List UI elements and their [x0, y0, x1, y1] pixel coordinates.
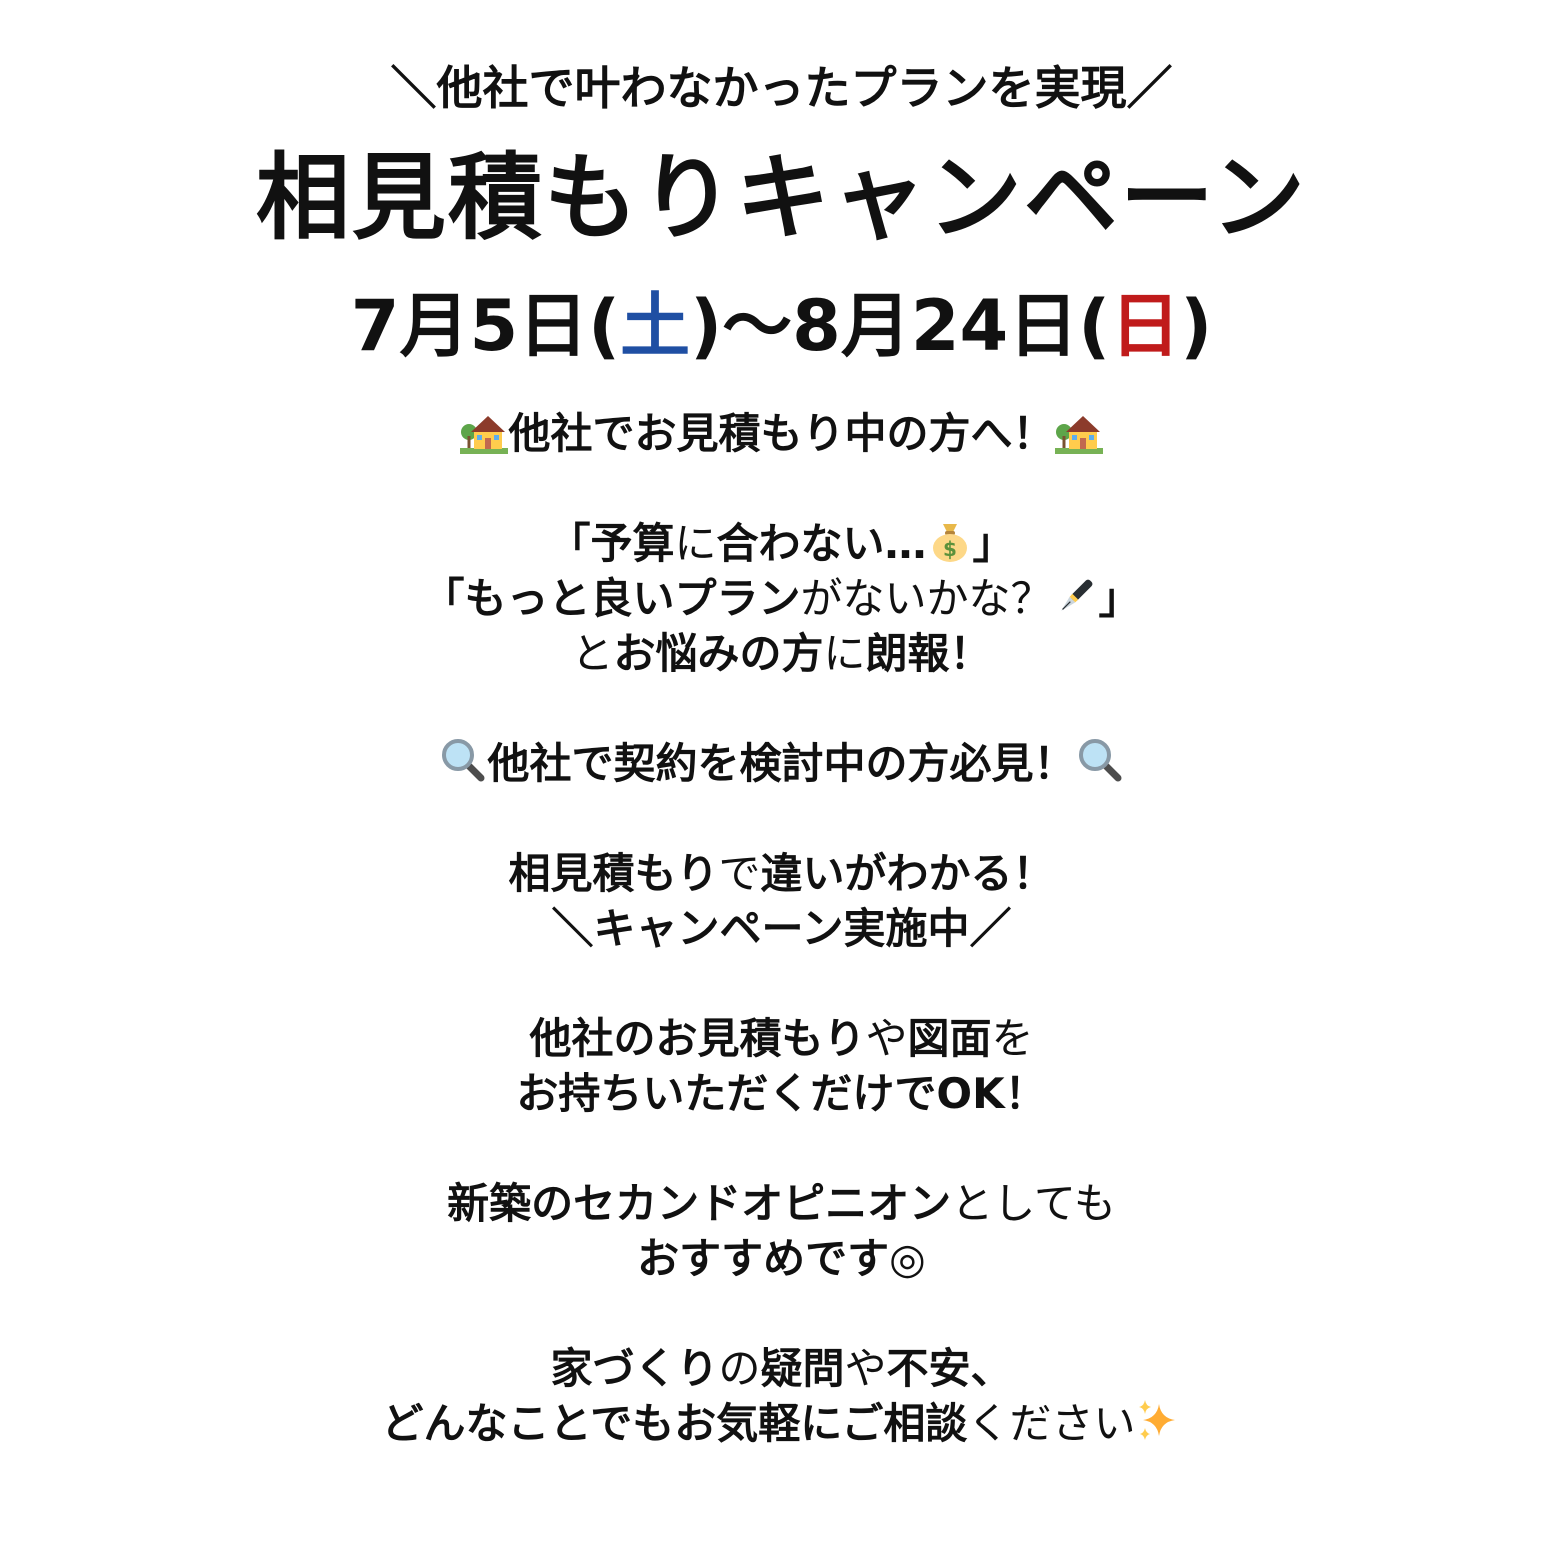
- house-heading-text: 他社でお見積もり中の方へ！: [508, 409, 1055, 458]
- bring-drawings: 図面: [907, 1014, 992, 1063]
- search-heading-text: 他社で契約を検討中の方必見！: [487, 739, 1076, 788]
- consult-worries: 不安、: [886, 1344, 1013, 1393]
- tagline: ＼他社で叶わなかったプランを実現／: [0, 52, 1563, 118]
- second-opinion-line-1: 新築のセカンドオピニオンとしても: [0, 1170, 1563, 1231]
- campaign-title: 相見積もりキャンペーン: [0, 122, 1563, 258]
- worry-line-1: 「予算に合わない… $ 」: [0, 510, 1563, 571]
- campaign-dates: 7月5日(土)〜8月24日(日): [0, 270, 1563, 371]
- consult-anything: どんなことでもお気軽にご相談: [381, 1399, 968, 1448]
- recommend-text: おすすめです◎: [637, 1234, 926, 1283]
- consult-no: の: [718, 1344, 761, 1393]
- difference-de: で: [718, 849, 761, 898]
- bring-estimate: 他社のお見積もり: [529, 1014, 866, 1063]
- bring-wo: を: [991, 1014, 1034, 1063]
- search-heading: 他社で契約を検討中の方必見！: [0, 730, 1563, 791]
- difference-quote-compare: 相見積もり: [508, 849, 719, 898]
- worry-better-plan: 「もっと良いプラン: [422, 574, 801, 623]
- date-end: ): [1180, 285, 1213, 367]
- consult-ya: や: [844, 1344, 887, 1393]
- difference-see: 違いがわかる！: [760, 849, 1055, 898]
- date-end-weekday: 日: [1110, 285, 1181, 367]
- difference-line-1: 相見積もりで違いがわかる！: [0, 840, 1563, 901]
- second-opinion-line-2: おすすめです◎: [0, 1225, 1563, 1286]
- worry-line-3: とお悩みの方に朗報！: [0, 620, 1563, 681]
- bring-ok: お持ちいただくだけでOK！: [516, 1069, 1047, 1118]
- second-opinion-as: としても: [951, 1179, 1116, 1228]
- campaign-running: ＼キャンペーン実施中／: [551, 904, 1012, 953]
- bring-line-2: お持ちいただくだけでOK！: [0, 1060, 1563, 1121]
- consult-please: ください: [967, 1399, 1136, 1448]
- date-range: )〜8月24日(: [690, 285, 1111, 367]
- house-with-garden-icon: [460, 406, 509, 454]
- svg-text:$: $: [943, 537, 957, 561]
- worry-troubled: お悩みの方: [613, 629, 824, 678]
- worry-close-quote: 」: [972, 519, 1015, 568]
- consult-questions: 疑問: [760, 1344, 845, 1393]
- worry-particle: に: [674, 519, 717, 568]
- date-start: 7月5日(: [350, 285, 621, 367]
- worry-to: と: [571, 629, 614, 678]
- bring-ya: や: [865, 1014, 908, 1063]
- consult-line-1: 家づくりの疑問や不安、: [0, 1335, 1563, 1396]
- worry-close-quote-2: 」: [1098, 574, 1141, 623]
- worry-budget-rest: 合わない…: [716, 519, 927, 568]
- fountain-pen-icon: [1053, 573, 1099, 619]
- house-with-garden-icon: [1054, 406, 1103, 454]
- worry-good-news: 朗報！: [865, 629, 992, 678]
- money-bag-icon: $: [927, 518, 973, 564]
- worry-ni: に: [823, 629, 866, 678]
- difference-line-2: ＼キャンペーン実施中／: [0, 895, 1563, 956]
- consult-line-2: どんなことでもお気軽にご相談ください: [0, 1390, 1563, 1451]
- date-start-weekday: 土: [620, 285, 691, 367]
- bring-line-1: 他社のお見積もりや図面を: [0, 1005, 1563, 1066]
- consult-house-building: 家づくり: [550, 1344, 719, 1393]
- worry-question: がないかな？: [800, 574, 1053, 623]
- worry-budget: 「予算: [548, 519, 675, 568]
- house-heading: 他社でお見積もり中の方へ！: [0, 400, 1563, 461]
- magnifying-glass-icon: [439, 736, 487, 784]
- campaign-title-text: 相見積もりキャンペーン: [255, 144, 1308, 253]
- tagline-text: ＼他社で叶わなかったプランを実現／: [390, 61, 1173, 115]
- worry-line-2: 「もっと良いプランがないかな？ 」: [0, 565, 1563, 626]
- second-opinion-text: 新築のセカンドオピニオン: [447, 1179, 952, 1228]
- magnifying-glass-icon: [1076, 736, 1124, 784]
- sparkles-icon: [1135, 1398, 1181, 1444]
